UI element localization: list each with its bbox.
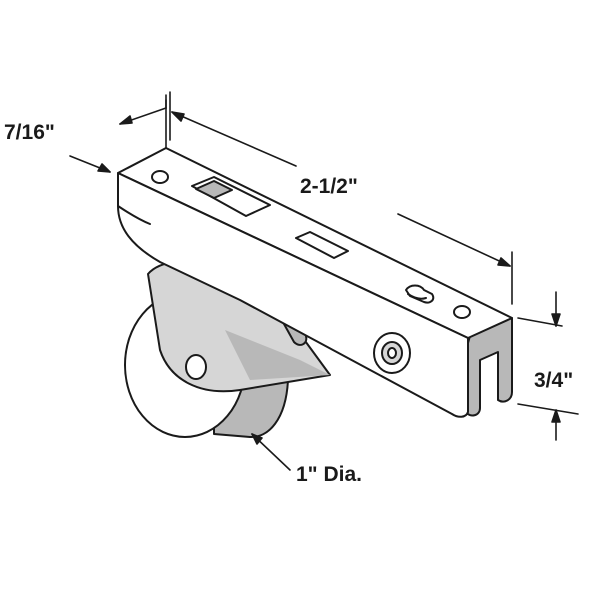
dimension-lines [69, 91, 579, 471]
wheel-diameter-label: 1" Dia. [296, 463, 362, 486]
length-dimension-label: 2-1/2" [300, 175, 358, 198]
channel-end [465, 317, 513, 417]
mounting-hole-left [151, 170, 169, 184]
channel-housing [117, 147, 513, 418]
top-slot [295, 231, 349, 259]
width-dimension-label: 7/16" [4, 121, 55, 144]
bracket-shadow [225, 330, 330, 380]
bracket-axle-hole [185, 354, 207, 380]
mounting-hole-right [453, 305, 471, 319]
height-dimension-label: 3/4" [534, 369, 574, 392]
